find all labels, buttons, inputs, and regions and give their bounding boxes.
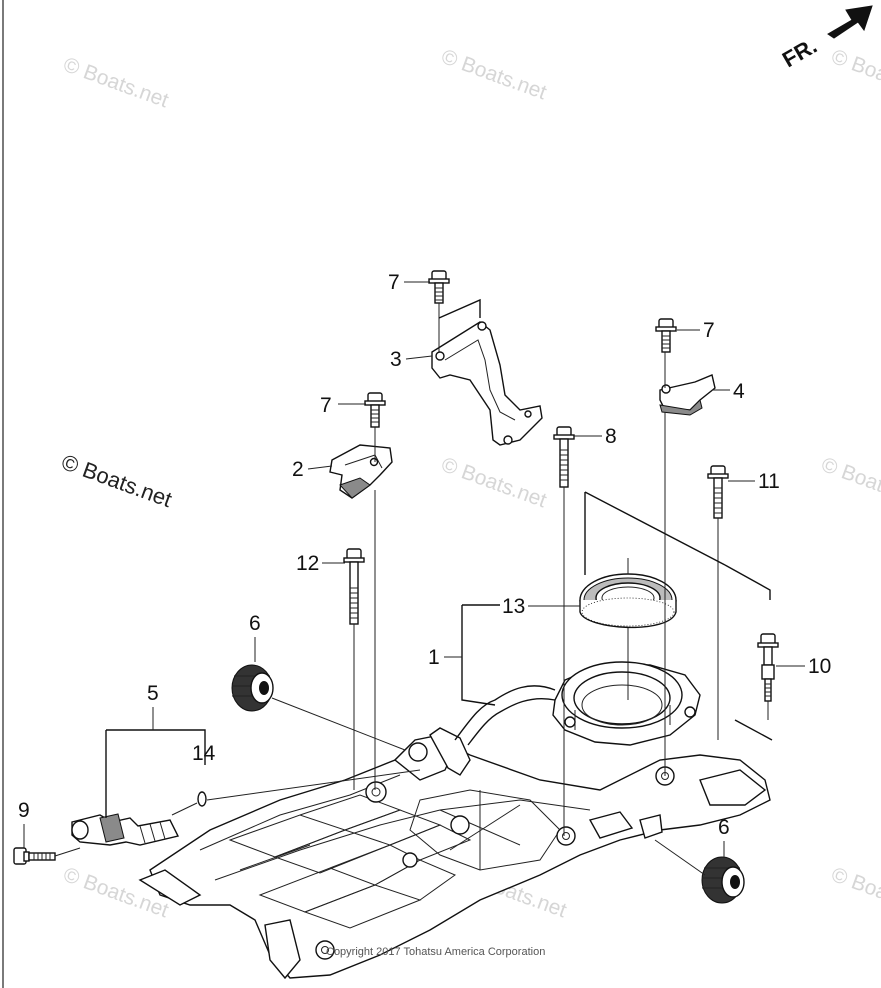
watermark-faint: © Boats.net [818, 453, 881, 512]
callout-4: 4 [733, 380, 745, 403]
bolt-11 [707, 465, 729, 519]
callout-7: 7 [703, 319, 715, 342]
bracket-2 [329, 444, 393, 499]
crankcase-base [138, 727, 771, 980]
callout-11: 11 [758, 470, 780, 493]
sensor-5 [71, 813, 180, 846]
clip-4 [659, 374, 716, 416]
callout-3: 3 [390, 348, 402, 371]
callout-8: 8 [605, 425, 617, 448]
copyright-text: Copyright 2017 Tohatsu America Corporati… [326, 946, 545, 958]
grommet-6-right [701, 856, 745, 904]
callout-9: 9 [18, 799, 30, 822]
callout-14: 14 [192, 742, 216, 765]
front-label: FR. [778, 33, 821, 72]
callout-1: 1 [428, 646, 440, 669]
front-arrow-icon [827, 5, 873, 39]
bracket-3 [431, 321, 543, 446]
bolt-8 [553, 426, 575, 488]
watermark-faint: © Boats.net [828, 863, 881, 922]
watermark-faint: © Boats.net [828, 45, 881, 104]
watermark-main: © Boats.net [58, 449, 175, 512]
group-brackets [105, 298, 773, 818]
assembly-guide-lines [54, 303, 769, 876]
callout-2: 2 [292, 458, 304, 481]
callout-12: 12 [296, 552, 319, 575]
o-ring-14 [197, 791, 207, 807]
bolt-10 [757, 633, 779, 702]
seal-housing [454, 661, 701, 746]
callout-10: 10 [808, 655, 831, 678]
bolt-7-left [364, 392, 386, 428]
watermark-faint: © Boats.net [438, 45, 549, 104]
callout-13: 13 [502, 595, 525, 618]
callout-6: 6 [249, 612, 261, 635]
oil-seal [579, 573, 677, 629]
callout-6: 6 [718, 816, 730, 839]
bolt-7-top [428, 270, 450, 304]
grommet-6-left [231, 664, 274, 712]
bolt-7-right [655, 318, 677, 353]
callouts: 7 3 7 4 7 2 8 11 12 13 1 10 6 5 14 9 6 [18, 271, 831, 858]
bolt-12 [343, 548, 365, 625]
bolt-9 [13, 847, 56, 865]
callout-5: 5 [147, 682, 159, 705]
watermark-faint: © Boats.net [438, 453, 549, 512]
callout-7: 7 [388, 271, 400, 294]
callout-7: 7 [320, 394, 332, 417]
watermark-faint: © Boats.net [60, 53, 171, 112]
